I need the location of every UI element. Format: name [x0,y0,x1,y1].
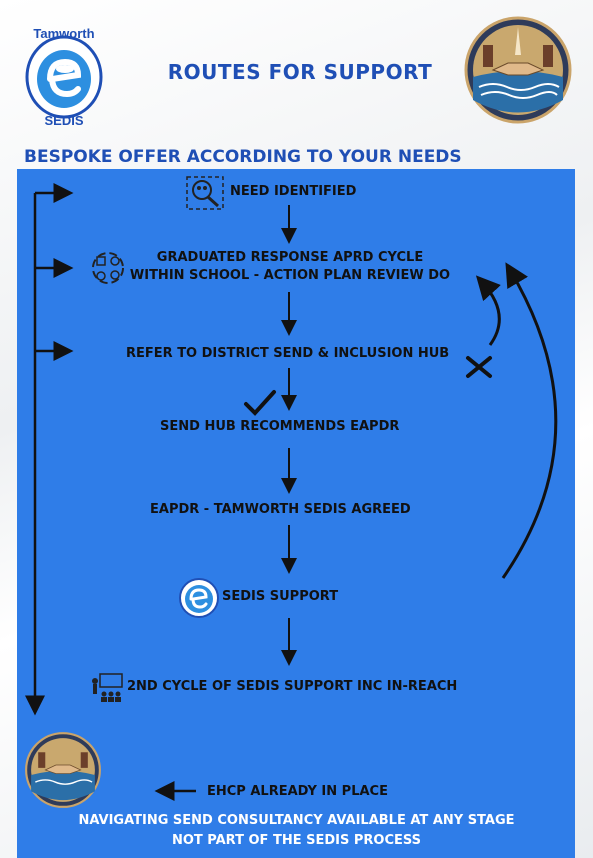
seal-logo [463,15,573,125]
subtitle: BESPOKE OFFER ACCORDING TO YOUR NEEDS [24,147,462,167]
logo-bottom-text: SEDIS [44,113,83,128]
step-need-identified: NEED IDENTIFIED [230,184,357,199]
logo-top-text: Tamworth [33,26,94,41]
step-ehcp: EHCP ALREADY IN PLACE [207,784,388,799]
step-graduated-line1: GRADUATED RESPONSE APRD CYCLE [156,250,424,265]
cross-icon [466,356,492,378]
curve-arrow-large [501,262,558,579]
cycle-icon [88,249,128,291]
magnifier-people-icon [186,176,224,214]
step-graduated-line2: WITHIN SCHOOL - ACTION PLAN REVIEW DO [129,268,451,283]
tamworth-sedis-logo: Tamworth SEDIS [22,22,106,128]
footer-line1: NAVIGATING SEND CONSULTANCY AVAILABLE AT… [78,813,515,828]
page-title: ROUTES FOR SUPPORT [167,60,433,84]
step-second-cycle: 2ND CYCLE OF SEDIS SUPPORT INC IN-REACH [127,679,458,694]
seal-logo-small [24,731,102,813]
step-hub-recommends: SEND HUB RECOMMENDS EAPDR [160,419,400,434]
sedis-e-icon [178,577,220,623]
teacher-icon [90,673,124,707]
footer-line2: NOT PART OF THE SEDIS PROCESS [171,833,422,848]
step-sedis-support: SEDIS SUPPORT [222,589,339,604]
curve-arrow-small [475,275,501,346]
step-eapdr-agreed: EAPDR - TAMWORTH SEDIS AGREED [150,502,411,517]
step-refer-hub: REFER TO DISTRICT SEND & INCLUSION HUB [126,346,450,361]
check-icon [244,390,276,416]
